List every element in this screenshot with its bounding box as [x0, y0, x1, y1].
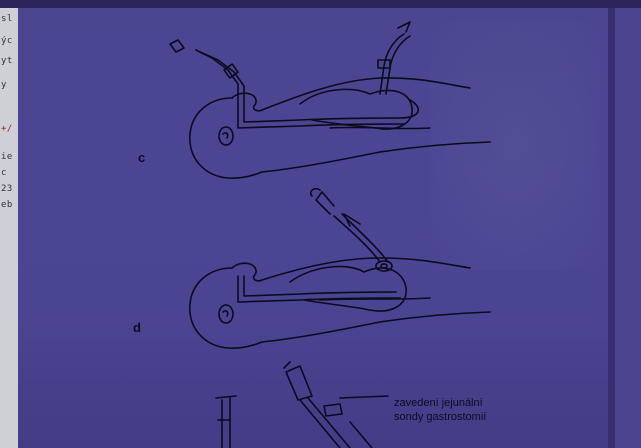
head-outline [190, 268, 262, 348]
panel-label-d: d [133, 320, 141, 335]
panel-d-figure [190, 189, 490, 349]
tube-connector [316, 192, 334, 214]
torso-bottom [262, 312, 490, 342]
ear [219, 305, 233, 323]
nasal-tube-inner [244, 100, 418, 122]
tube-connector [170, 40, 184, 52]
panel-label-c: c [138, 150, 145, 165]
caption-line-1: zavedení jejunální [394, 396, 534, 410]
stomach [290, 267, 406, 311]
face-profile [232, 93, 262, 111]
panel-c-figure [170, 22, 490, 178]
caption-leader [340, 396, 388, 398]
figure-caption: zavedení jejunální sondy gastrostomií [394, 396, 534, 424]
torso-top [262, 78, 470, 110]
gastrostomy-button [376, 261, 392, 271]
ear [219, 127, 233, 145]
bottom-devices [216, 362, 388, 448]
head-outline [190, 98, 262, 178]
gastrostomy-tube [380, 34, 404, 94]
torso-top [262, 258, 470, 280]
stomach [300, 89, 412, 129]
caption-line-2: sondy gastrostomií [394, 410, 534, 424]
syringe [286, 366, 312, 400]
nasal-tube-outer [238, 104, 404, 128]
torso-bottom [262, 142, 490, 172]
arrow-up [398, 22, 410, 32]
